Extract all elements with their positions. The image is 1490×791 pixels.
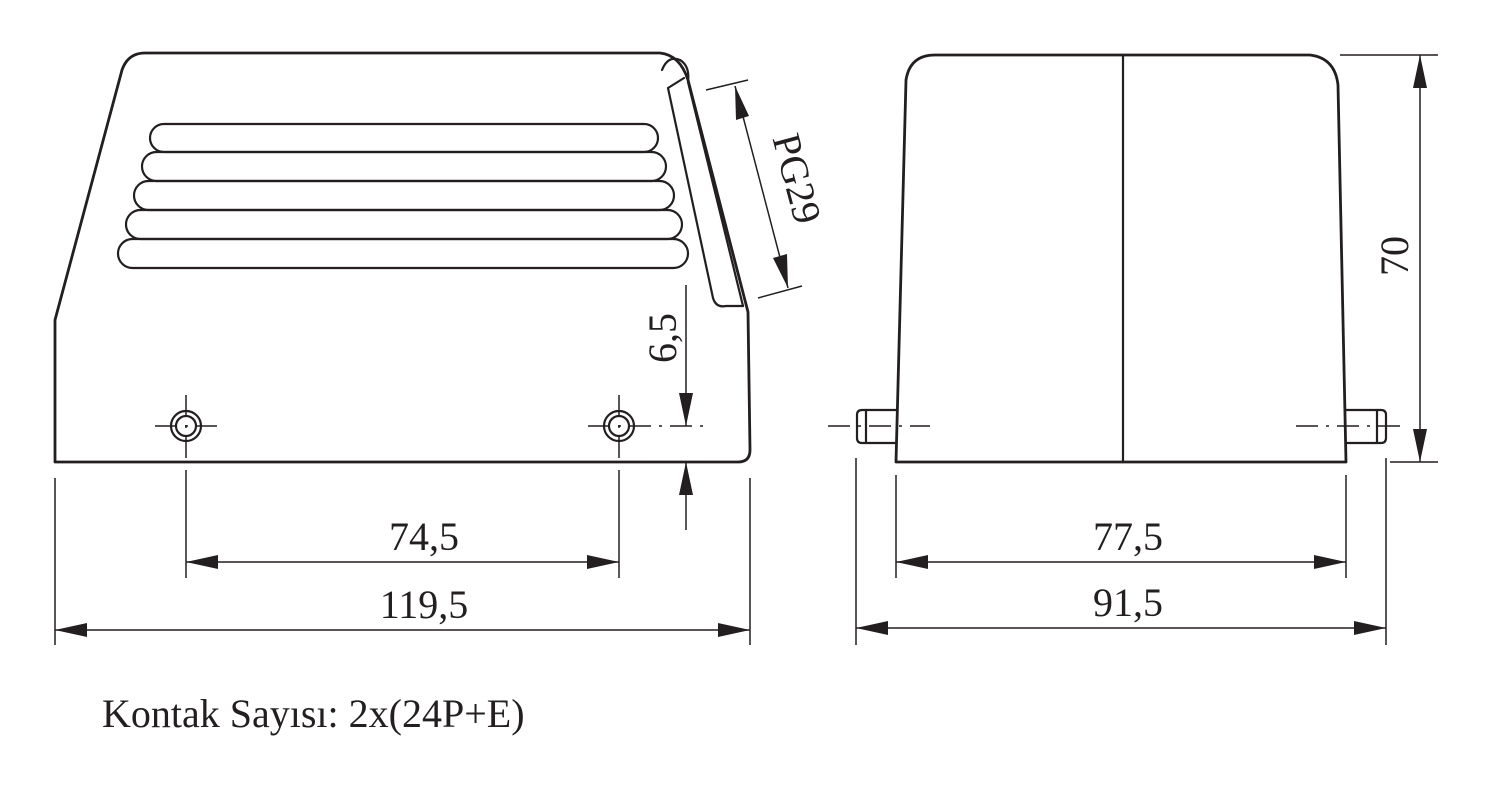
dim-side-length: 119,5 [380,582,469,627]
dim-pin-height: 6,5 [640,313,685,363]
dim-side-hole-spacing: 74,5 [389,514,459,559]
dim-front-pin-spacing: 77,5 [1093,514,1163,559]
rib [140,150,668,183]
rib [148,122,660,154]
arrow-head [718,623,750,637]
arrow-head [896,555,928,569]
rib [116,237,690,270]
arrow-head [55,623,87,637]
rib [124,208,684,241]
arrow-head [1354,621,1386,635]
arrow-head [1413,55,1427,88]
rib [132,179,676,212]
arrow-head [587,555,619,569]
arrow-head [856,621,888,635]
mounting-pin-left [155,395,217,458]
arrow-head [773,254,788,288]
front-housing-outline [894,53,1348,464]
side-view: 74,5 119,5 6,5 PG29 [53,51,831,645]
locking-lever-inner [666,76,745,308]
dim-front-height: 70 [1372,236,1417,276]
arrow-head [679,462,693,495]
side-housing-outline [53,51,752,464]
contact-count-caption: Kontak Sayısı: 2x(24P+E) [102,691,525,736]
extension-line [705,79,749,91]
arrow-head [735,86,749,120]
arrow-head [186,555,218,569]
front-pin-left [855,408,898,445]
arrow-head [1413,429,1427,462]
cooling-ribs [116,122,690,270]
dim-front-width: 91,5 [1093,580,1163,625]
dim-cable-entry: PG29 [764,129,831,229]
dimension-line [734,85,789,289]
front-view: 77,5 91,5 70 [828,53,1438,645]
arrow-head [1314,555,1346,569]
arrow-head [679,393,693,426]
extension-line [757,285,803,299]
locking-lever [660,57,745,308]
